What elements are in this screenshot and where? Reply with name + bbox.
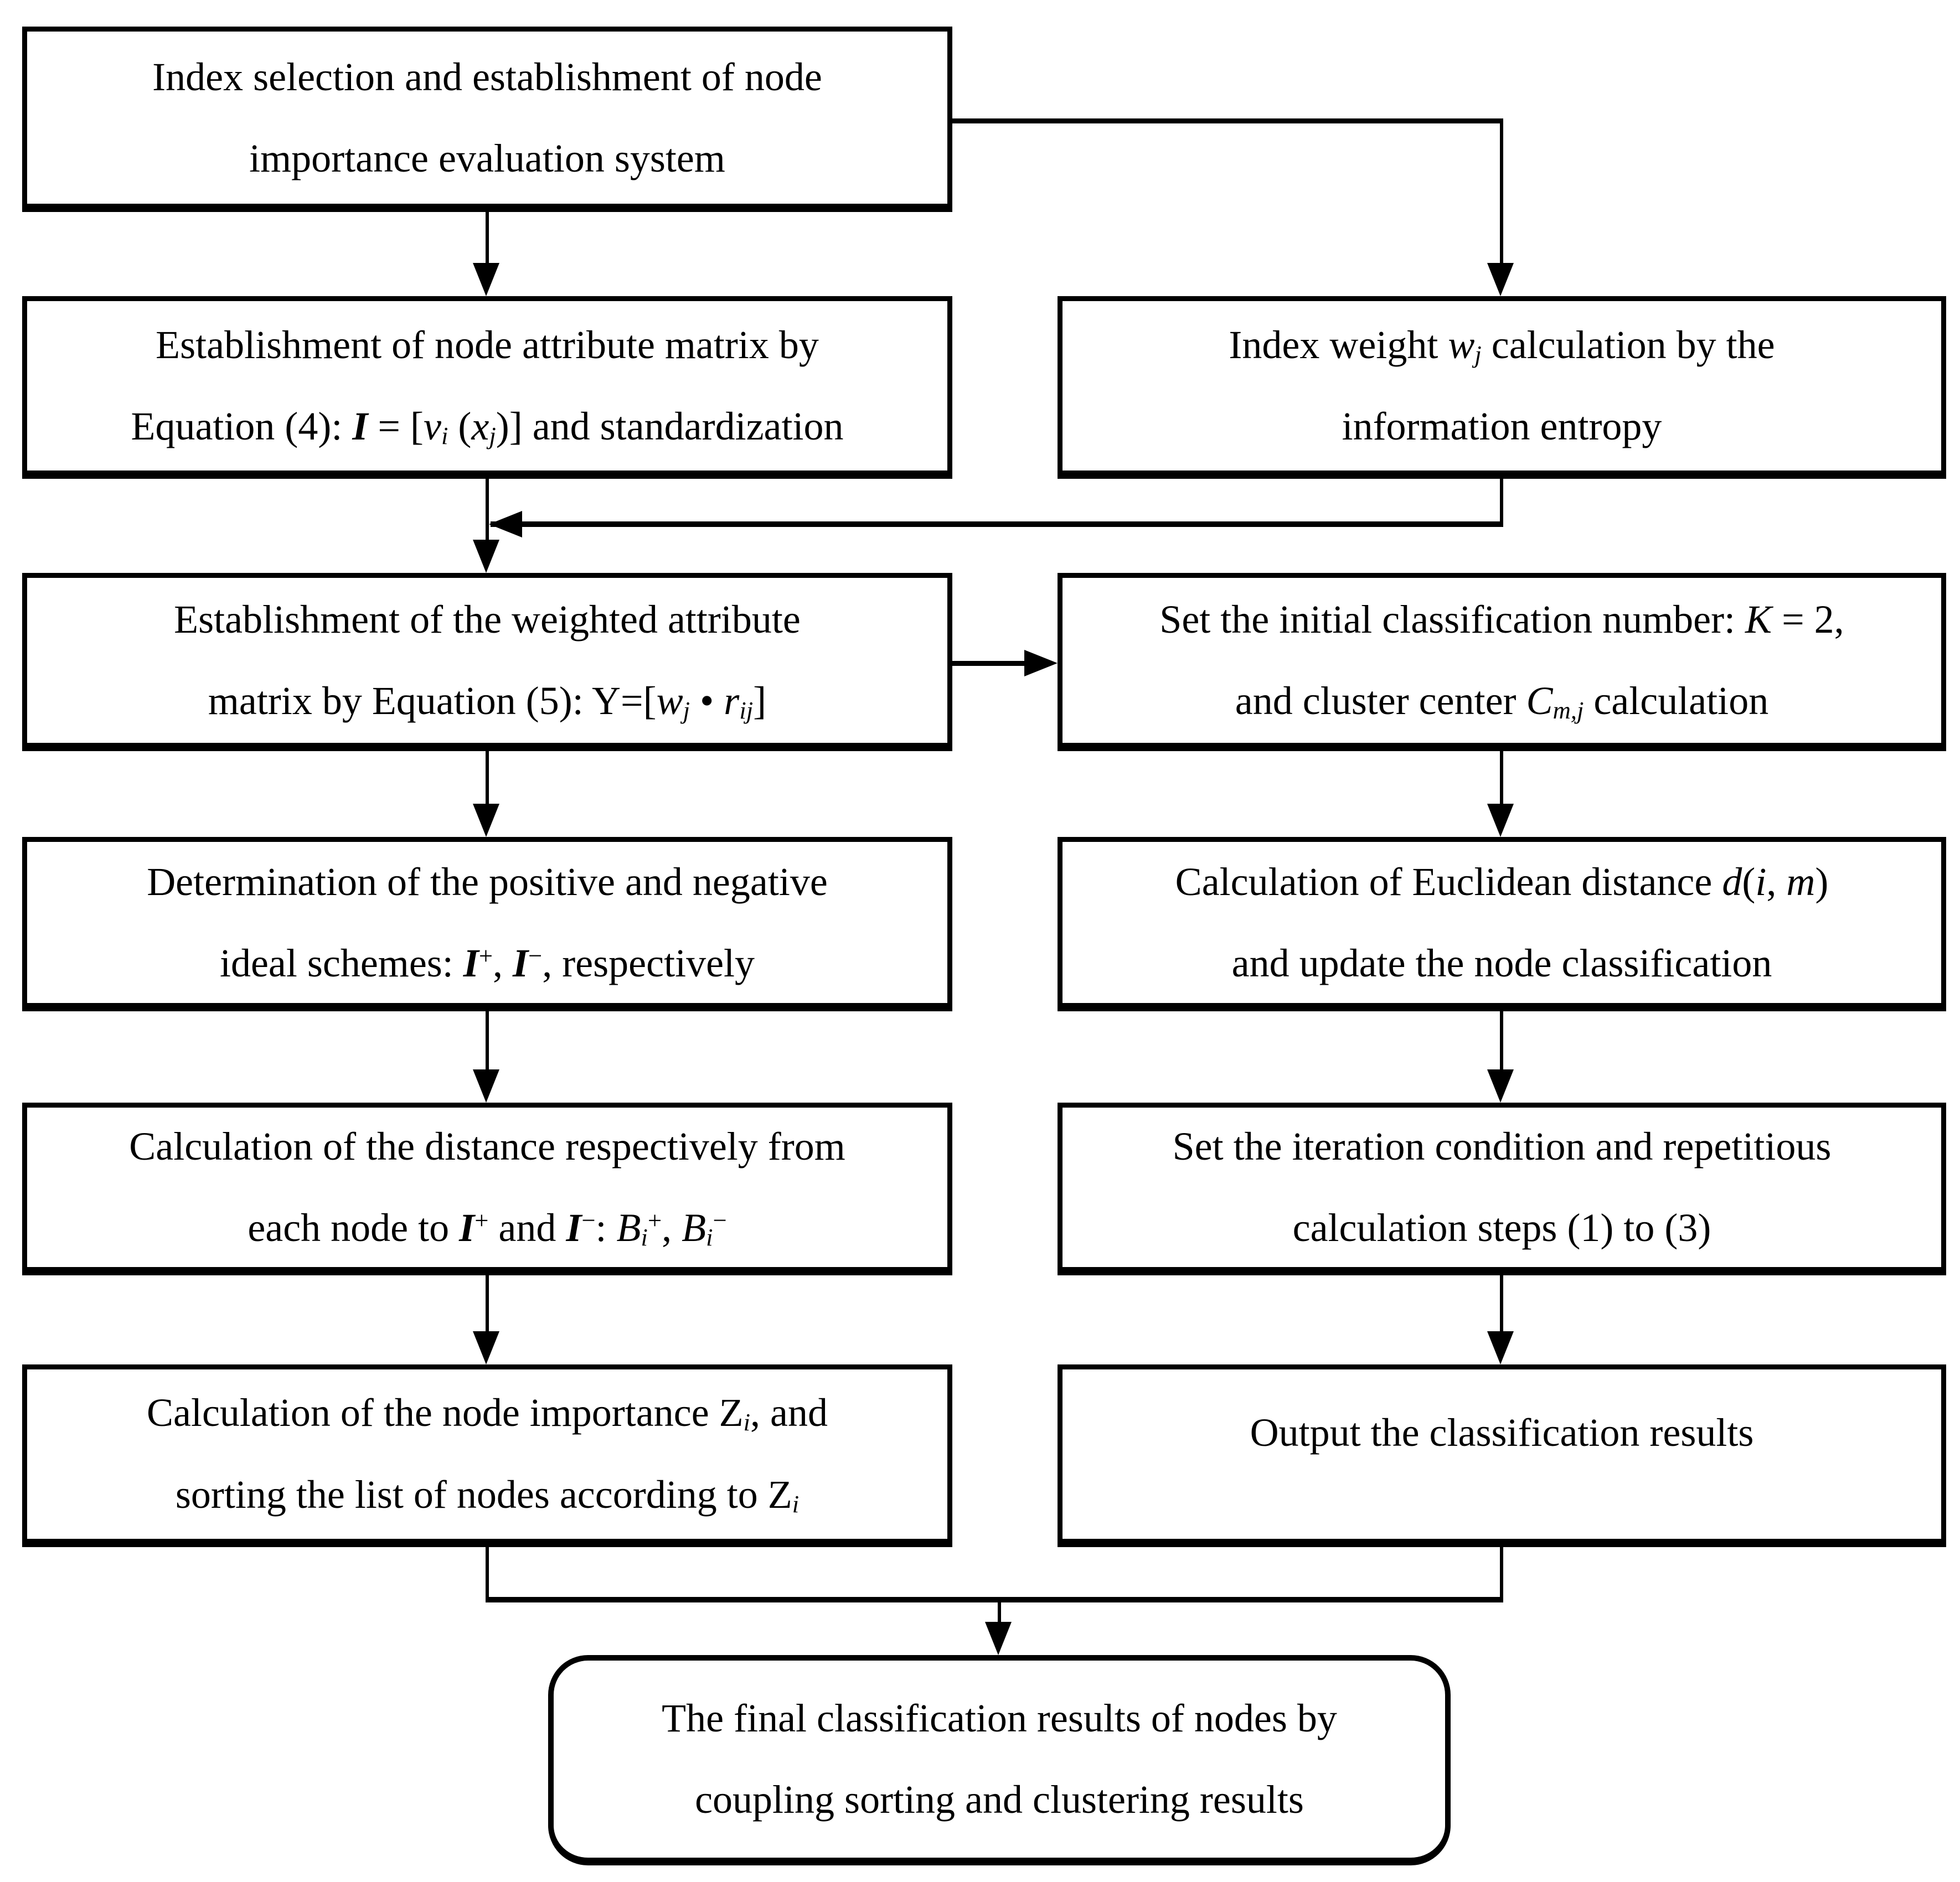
connector-r4-to-r5 [1500,1275,1503,1332]
arrowhead-l5-to-l6 [473,1331,499,1364]
flow-box-weighted-matrix: Establishment of the weighted attribute … [22,573,952,751]
arrowhead-l4-to-l5 [473,1069,499,1103]
flow-box-initial-classification: Set the initial classification number: K… [1058,573,1946,751]
arrowhead-l2-to-l3 [473,540,499,573]
flow-box-output-results-line-1: Output the classification results [1250,1410,1754,1455]
flow-box-attribute-matrix-line-1: Establishment of node attribute matrix b… [156,322,819,367]
flow-box-weighted-matrix-line-1: Establishment of the weighted attribute [174,597,801,642]
connector-r3-to-r4 [1500,1011,1503,1071]
arrowhead-l3-to-r2 [1024,650,1058,676]
flow-box-final-results-line-1: The final classification results of node… [662,1696,1337,1741]
flow-box-euclidean-distance: Calculation of Euclidean distance d(i, m… [1058,837,1946,1011]
connector-merge-to-final [998,1600,1001,1623]
connector-final-merge-bar [486,1597,1503,1602]
flow-box-final-results-line-2: coupling sorting and clustering results [695,1777,1304,1822]
flow-box-iteration-condition-line-1: Set the iteration condition and repetiti… [1172,1124,1832,1169]
arrowhead-l1-to-l2 [473,263,499,296]
flow-box-euclidean-distance-line-1: Calculation of Euclidean distance d(i, m… [1175,859,1829,904]
arrowhead-l3-to-l4 [473,804,499,837]
flow-box-node-distance: Calculation of the distance respectively… [22,1103,952,1275]
flow-box-node-importance-line-1: Calculation of the node importance Zi, a… [146,1390,828,1436]
connector-l2-to-l3 [486,479,489,541]
flow-box-euclidean-distance-line-2: and update the node classification [1231,940,1772,985]
connector-l4-to-l5 [486,1011,489,1071]
connector-r5-down [1500,1547,1503,1602]
flow-box-node-importance-line-2: sorting the list of nodes according to Z… [175,1472,800,1518]
flow-box-node-distance-line-2: each node to I+ and I−: Bi+, Bi− [247,1205,727,1251]
flow-box-index-weight: Index weight wj calculation by the infor… [1058,296,1946,479]
arrowhead-r3-to-r4 [1487,1069,1514,1103]
flow-box-attribute-matrix: Establishment of node attribute matrix b… [22,296,952,479]
flow-box-index-selection-line-1: Index selection and establishment of nod… [152,54,822,99]
flow-box-final-results: The final classification results of node… [548,1655,1451,1865]
connector-r1-to-l2-merge-bar [491,521,1503,527]
flow-box-ideal-schemes-line-1: Determination of the positive and negati… [147,859,828,904]
arrowhead-merge-left [489,511,522,537]
flow-box-ideal-schemes: Determination of the positive and negati… [22,837,952,1011]
arrowhead-merge-to-final [985,1622,1012,1655]
flow-box-index-weight-line-2: information entropy [1342,404,1662,449]
connector-r1-down [1500,479,1503,527]
flow-box-attribute-matrix-line-2: Equation (4): I = [vi (xj)] and standard… [131,404,844,449]
flow-box-output-results: Output the classification results [1058,1364,1946,1547]
arrowhead-r2-to-r3 [1487,804,1514,837]
connector-l6-down [486,1547,489,1602]
connector-l1-to-r1-vertical [1500,118,1503,264]
arrowhead-l1-to-r1 [1487,263,1514,296]
flow-box-node-distance-line-1: Calculation of the distance respectively… [129,1124,845,1169]
connector-l3-to-l4 [486,751,489,805]
flow-box-index-weight-line-1: Index weight wj calculation by the [1229,322,1775,368]
flow-box-iteration-condition: Set the iteration condition and repetiti… [1058,1103,1946,1275]
flow-box-initial-classification-line-2: and cluster center Cm,j calculation [1235,678,1769,724]
flow-box-initial-classification-line-1: Set the initial classification number: K… [1159,597,1844,642]
flow-box-ideal-schemes-line-2: ideal schemes: I+, I−, respectively [219,940,755,985]
flow-box-weighted-matrix-line-2: matrix by Equation (5): Y=[wj • rij] [208,678,767,724]
connector-l3-to-r2 [952,661,1025,666]
flow-box-index-selection: Index selection and establishment of nod… [22,27,952,212]
flow-box-index-selection-line-2: importance evaluation system [249,136,725,180]
connector-r2-to-r3 [1500,751,1503,805]
flow-box-iteration-condition-line-2: calculation steps (1) to (3) [1292,1206,1711,1250]
connector-l1-to-r1-horizontal [952,118,1503,123]
connector-l1-to-l2 [486,212,489,264]
flow-box-node-importance: Calculation of the node importance Zi, a… [22,1364,952,1547]
arrowhead-r4-to-r5 [1487,1331,1514,1364]
connector-l5-to-l6 [486,1275,489,1332]
